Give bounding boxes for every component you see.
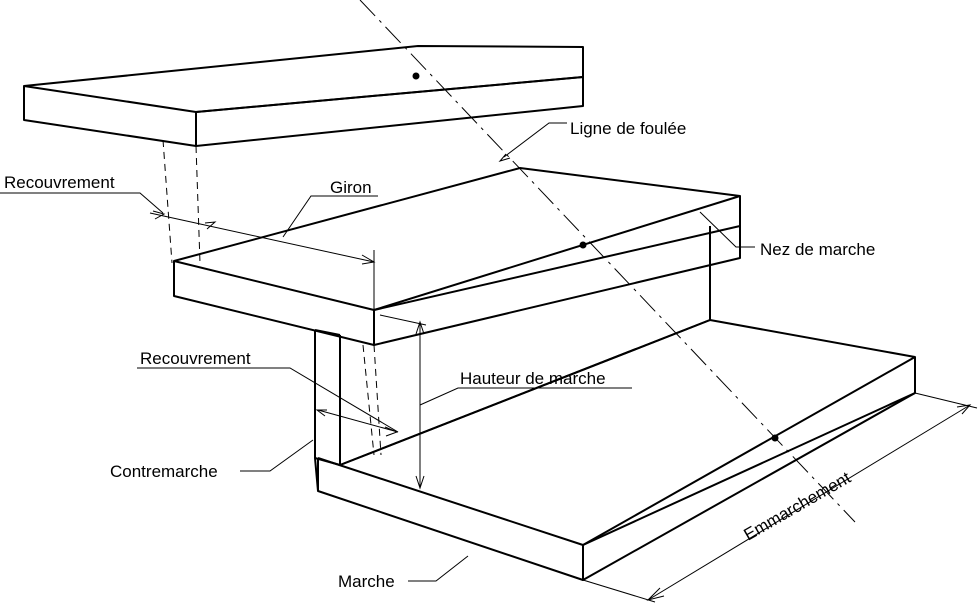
label-giron: Giron xyxy=(330,178,372,197)
emmarchement-dimension xyxy=(582,392,978,603)
recouvrement-top-leader xyxy=(0,192,166,220)
label-contremarche: Contremarche xyxy=(110,462,218,481)
label-ligne-de-foulee: Ligne de foulée xyxy=(570,119,686,138)
bottom-tread xyxy=(314,319,916,581)
label-recouvrement-top: Recouvrement xyxy=(4,173,115,192)
label-nez-de-marche: Nez de marche xyxy=(760,240,875,259)
projection-lines xyxy=(162,139,382,456)
marche-leader xyxy=(408,555,469,582)
upper-tread xyxy=(23,45,584,147)
label-emmarchement: Emmarchement xyxy=(741,468,855,545)
contremarche-leader xyxy=(240,439,314,472)
label-hauteur-de-marche: Hauteur de marche xyxy=(460,369,606,388)
label-marche: Marche xyxy=(338,572,395,591)
walking-line xyxy=(359,0,856,523)
ligne-de-foulee-leader xyxy=(498,122,567,162)
middle-tread xyxy=(173,167,741,346)
hauteur-dimension xyxy=(379,314,632,490)
giron-dimension xyxy=(149,195,378,310)
recouvrement-mid-leader xyxy=(137,367,399,437)
nez-de-marche-leader xyxy=(699,211,755,248)
label-recouvrement-mid: Recouvrement xyxy=(140,349,251,368)
